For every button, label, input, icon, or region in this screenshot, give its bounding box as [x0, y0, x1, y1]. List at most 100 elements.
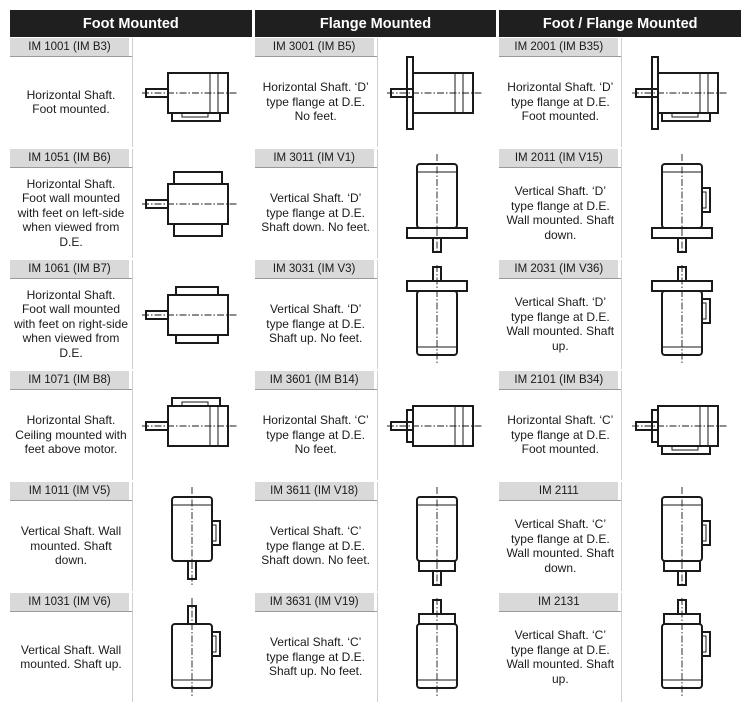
mounting-cell: IM 3011 (IM V1)Vertical Shaft. ‘D’ type … — [254, 149, 497, 258]
mounting-cell: IM 2031 (IM V36)Vertical Shaft. ‘D’ type… — [499, 260, 741, 369]
mounting-description-box: Vertical Shaft. ‘D’ type flange at D.E. … — [499, 167, 622, 258]
mounting-diagram — [376, 38, 497, 147]
motor-vertical-wall-shaft-up-icon — [171, 597, 222, 698]
mounting-description-box: Horizontal Shaft. Foot wall mounted with… — [10, 278, 132, 369]
mounting-description: Vertical Shaft. ‘C’ type flange at D.E. … — [506, 517, 615, 575]
mounting-description-box: Vertical Shaft. ‘C’ type flange at D.E. … — [499, 500, 622, 591]
motor-vertical-c-flange-shaft-down-icon — [415, 486, 458, 587]
mounting-diagram — [376, 371, 497, 480]
mounting-code: IM 1011 (IM V5) — [10, 482, 132, 500]
mounting-grid: IM 1001 (IM B3) Horizontal Shaft. Foot mo… — [10, 38, 741, 702]
mounting-code: IM 3001 (IM B5) — [254, 38, 377, 56]
mounting-code: IM 1031 (IM V6) — [10, 593, 132, 611]
mounting-diagram — [621, 38, 741, 147]
cell-text-column: IM 3001 (IM B5) Horizontal Shaft. ‘D’ typ… — [254, 38, 377, 147]
cell-text-column: IM 1011 (IM V5) Vertical Shaft. Wall moun… — [10, 482, 132, 591]
column-headers: Foot Mounted Flange Mounted Foot / Flang… — [10, 10, 742, 37]
mounting-diagram — [621, 149, 741, 258]
mounting-description: Vertical Shaft. ‘D’ type flange at D.E. … — [506, 295, 615, 353]
cell-text-column: IM 2031 (IM V36)Vertical Shaft. ‘D’ type… — [499, 260, 622, 369]
motor-vertical-d-flange-wall-shaft-down-icon — [650, 153, 713, 254]
cell-text-column: IM 3601 (IM B14) Horizontal Shaft. ‘C’ ty… — [254, 371, 377, 480]
header-flange-mounted: Flange Mounted — [254, 10, 497, 37]
mounting-diagram — [621, 482, 741, 591]
motor-horizontal-d-flange-feet-icon — [631, 55, 728, 130]
mounting-cell: IM 2011 (IM V15)Vertical Shaft. ‘D’ type… — [499, 149, 741, 258]
mounting-description-box: Horizontal Shaft. ‘D’ type flange at D.E… — [254, 56, 377, 147]
mounting-cell: IM 3001 (IM B5) Horizontal Shaft. ‘D’ typ… — [254, 38, 497, 147]
motor-wall-feet-right-icon — [142, 285, 239, 344]
mounting-code: IM 2011 (IM V15) — [499, 149, 622, 167]
mounting-description: Horizontal Shaft. ‘D’ type flange at D.E… — [262, 80, 369, 124]
mounting-description: Vertical Shaft. ‘C’ type flange at D.E. … — [506, 628, 615, 686]
mounting-diagram — [376, 482, 497, 591]
mounting-diagram — [132, 482, 252, 591]
mounting-description-box: Vertical Shaft. ‘C’ type flange at D.E. … — [499, 611, 622, 702]
cell-text-column: IM 2101 (IM B34)Horizontal Shaft. ‘C’ ty… — [499, 371, 622, 480]
mounting-diagram — [376, 149, 497, 258]
mounting-diagram — [132, 593, 252, 702]
mounting-description-box: Horizontal Shaft. Ceiling mounted with f… — [10, 389, 132, 480]
mounting-diagram — [132, 149, 252, 258]
mounting-cell: IM 3601 (IM B14) Horizontal Shaft. ‘C’ ty… — [254, 371, 497, 480]
mounting-cell: IM 1011 (IM V5) Vertical Shaft. Wall moun… — [10, 482, 252, 591]
cell-text-column: IM 1071 (IM B8)Horizontal Shaft. Ceiling… — [10, 371, 132, 480]
mounting-cell: IM 1061 (IM B7)Horizontal Shaft. Foot wa… — [10, 260, 252, 369]
mounting-description: Vertical Shaft. ‘C’ type flange at D.E. … — [266, 635, 366, 679]
mounting-description-box: Vertical Shaft. ‘D’ type flange at D.E. … — [254, 278, 377, 369]
motor-vertical-d-flange-shaft-down-icon — [405, 153, 468, 254]
mounting-description: Horizontal Shaft. ‘D’ type flange at D.E… — [507, 80, 614, 124]
mounting-description: Vertical Shaft. Wall mounted. Shaft down… — [20, 524, 122, 568]
mounting-description-box: Horizontal Shaft. Foot mounted. — [10, 56, 132, 147]
mounting-code: IM 1001 (IM B3) — [10, 38, 132, 56]
motor-vertical-c-flange-wall-shaft-down-icon — [660, 486, 711, 587]
mounting-code: IM 3601 (IM B14) — [254, 371, 377, 389]
cell-text-column: IM 3631 (IM V19) Vertical Shaft. ‘C’ type… — [254, 593, 377, 702]
mounting-cell: IM 3031 (IM V3)Vertical Shaft. ‘D’ type … — [254, 260, 497, 369]
mounting-description-box: Vertical Shaft. ‘C’ type flange at D.E. … — [254, 500, 377, 591]
motor-vertical-d-flange-shaft-up-icon — [405, 264, 468, 365]
motor-vertical-c-flange-wall-shaft-up-icon — [660, 597, 711, 698]
motor-horizontal-feet-down-icon — [142, 71, 239, 122]
mounting-code: IM 3631 (IM V19) — [254, 593, 377, 611]
cell-text-column: IM 2001 (IM B35) Horizontal Shaft. ‘D’ ty… — [499, 38, 622, 147]
mounting-description: Horizontal Shaft. Foot wall mounted with… — [13, 287, 129, 360]
motor-vertical-d-flange-wall-shaft-up-icon — [650, 264, 713, 365]
mounting-description: Vertical Shaft. Wall mounted. Shaft up. — [20, 642, 122, 672]
mounting-code: IM 2001 (IM B35) — [499, 38, 622, 56]
mounting-description: Vertical Shaft. ‘D’ type flange at D.E. … — [261, 191, 371, 235]
mounting-code: IM 3031 (IM V3) — [254, 260, 377, 278]
mounting-description: Horizontal Shaft. Foot wall mounted with… — [17, 176, 125, 249]
motor-vertical-wall-shaft-down-icon — [171, 486, 222, 587]
cell-text-column: IM 1001 (IM B3) Horizontal Shaft. Foot mo… — [10, 38, 132, 147]
mounting-cell: IM 3631 (IM V19) Vertical Shaft. ‘C’ type… — [254, 593, 497, 702]
header-foot-flange-mounted: Foot / Flange Mounted — [499, 10, 742, 37]
mounting-description-box: Vertical Shaft. ‘C’ type flange at D.E. … — [254, 611, 377, 702]
mounting-diagram — [132, 260, 252, 369]
motor-ceiling-feet-up-icon — [142, 396, 239, 447]
mounting-code: IM 3611 (IM V18) — [254, 482, 377, 500]
mounting-diagram — [132, 371, 252, 480]
cell-text-column: IM 3031 (IM V3)Vertical Shaft. ‘D’ type … — [254, 260, 377, 369]
mounting-description-box: Vertical Shaft. Wall mounted. Shaft down… — [10, 500, 132, 591]
cell-text-column: IM 1051 (IM B6) Horizontal Shaft. Foot wa… — [10, 149, 132, 258]
mounting-cell: IM 2101 (IM B34)Horizontal Shaft. ‘C’ ty… — [499, 371, 741, 480]
mounting-description-box: Horizontal Shaft. ‘C’ type flange at D.E… — [499, 389, 622, 480]
mounting-cell: IM 1071 (IM B8)Horizontal Shaft. Ceiling… — [10, 371, 252, 480]
motor-horizontal-c-flange-icon — [386, 404, 483, 447]
mounting-code: IM 1051 (IM B6) — [10, 149, 132, 167]
mounting-cell: IM 1031 (IM V6) Vertical Shaft. Wall moun… — [10, 593, 252, 702]
mounting-cell: IM 1001 (IM B3) Horizontal Shaft. Foot mo… — [10, 38, 252, 147]
mounting-description: Horizontal Shaft. ‘C’ type flange at D.E… — [262, 413, 369, 457]
mounting-cell: IM 2001 (IM B35) Horizontal Shaft. ‘D’ ty… — [499, 38, 741, 147]
mounting-description-box: Horizontal Shaft. ‘C’ type flange at D.E… — [254, 389, 377, 480]
cell-text-column: IM 1061 (IM B7)Horizontal Shaft. Foot wa… — [10, 260, 132, 369]
mounting-description-box: Horizontal Shaft. Foot wall mounted with… — [10, 167, 132, 258]
mounting-code: IM 2111 — [499, 482, 622, 500]
mounting-cell: IM 1051 (IM B6) Horizontal Shaft. Foot wa… — [10, 149, 252, 258]
mounting-diagram — [621, 593, 741, 702]
mounting-description: Horizontal Shaft. Foot mounted. — [26, 87, 116, 117]
